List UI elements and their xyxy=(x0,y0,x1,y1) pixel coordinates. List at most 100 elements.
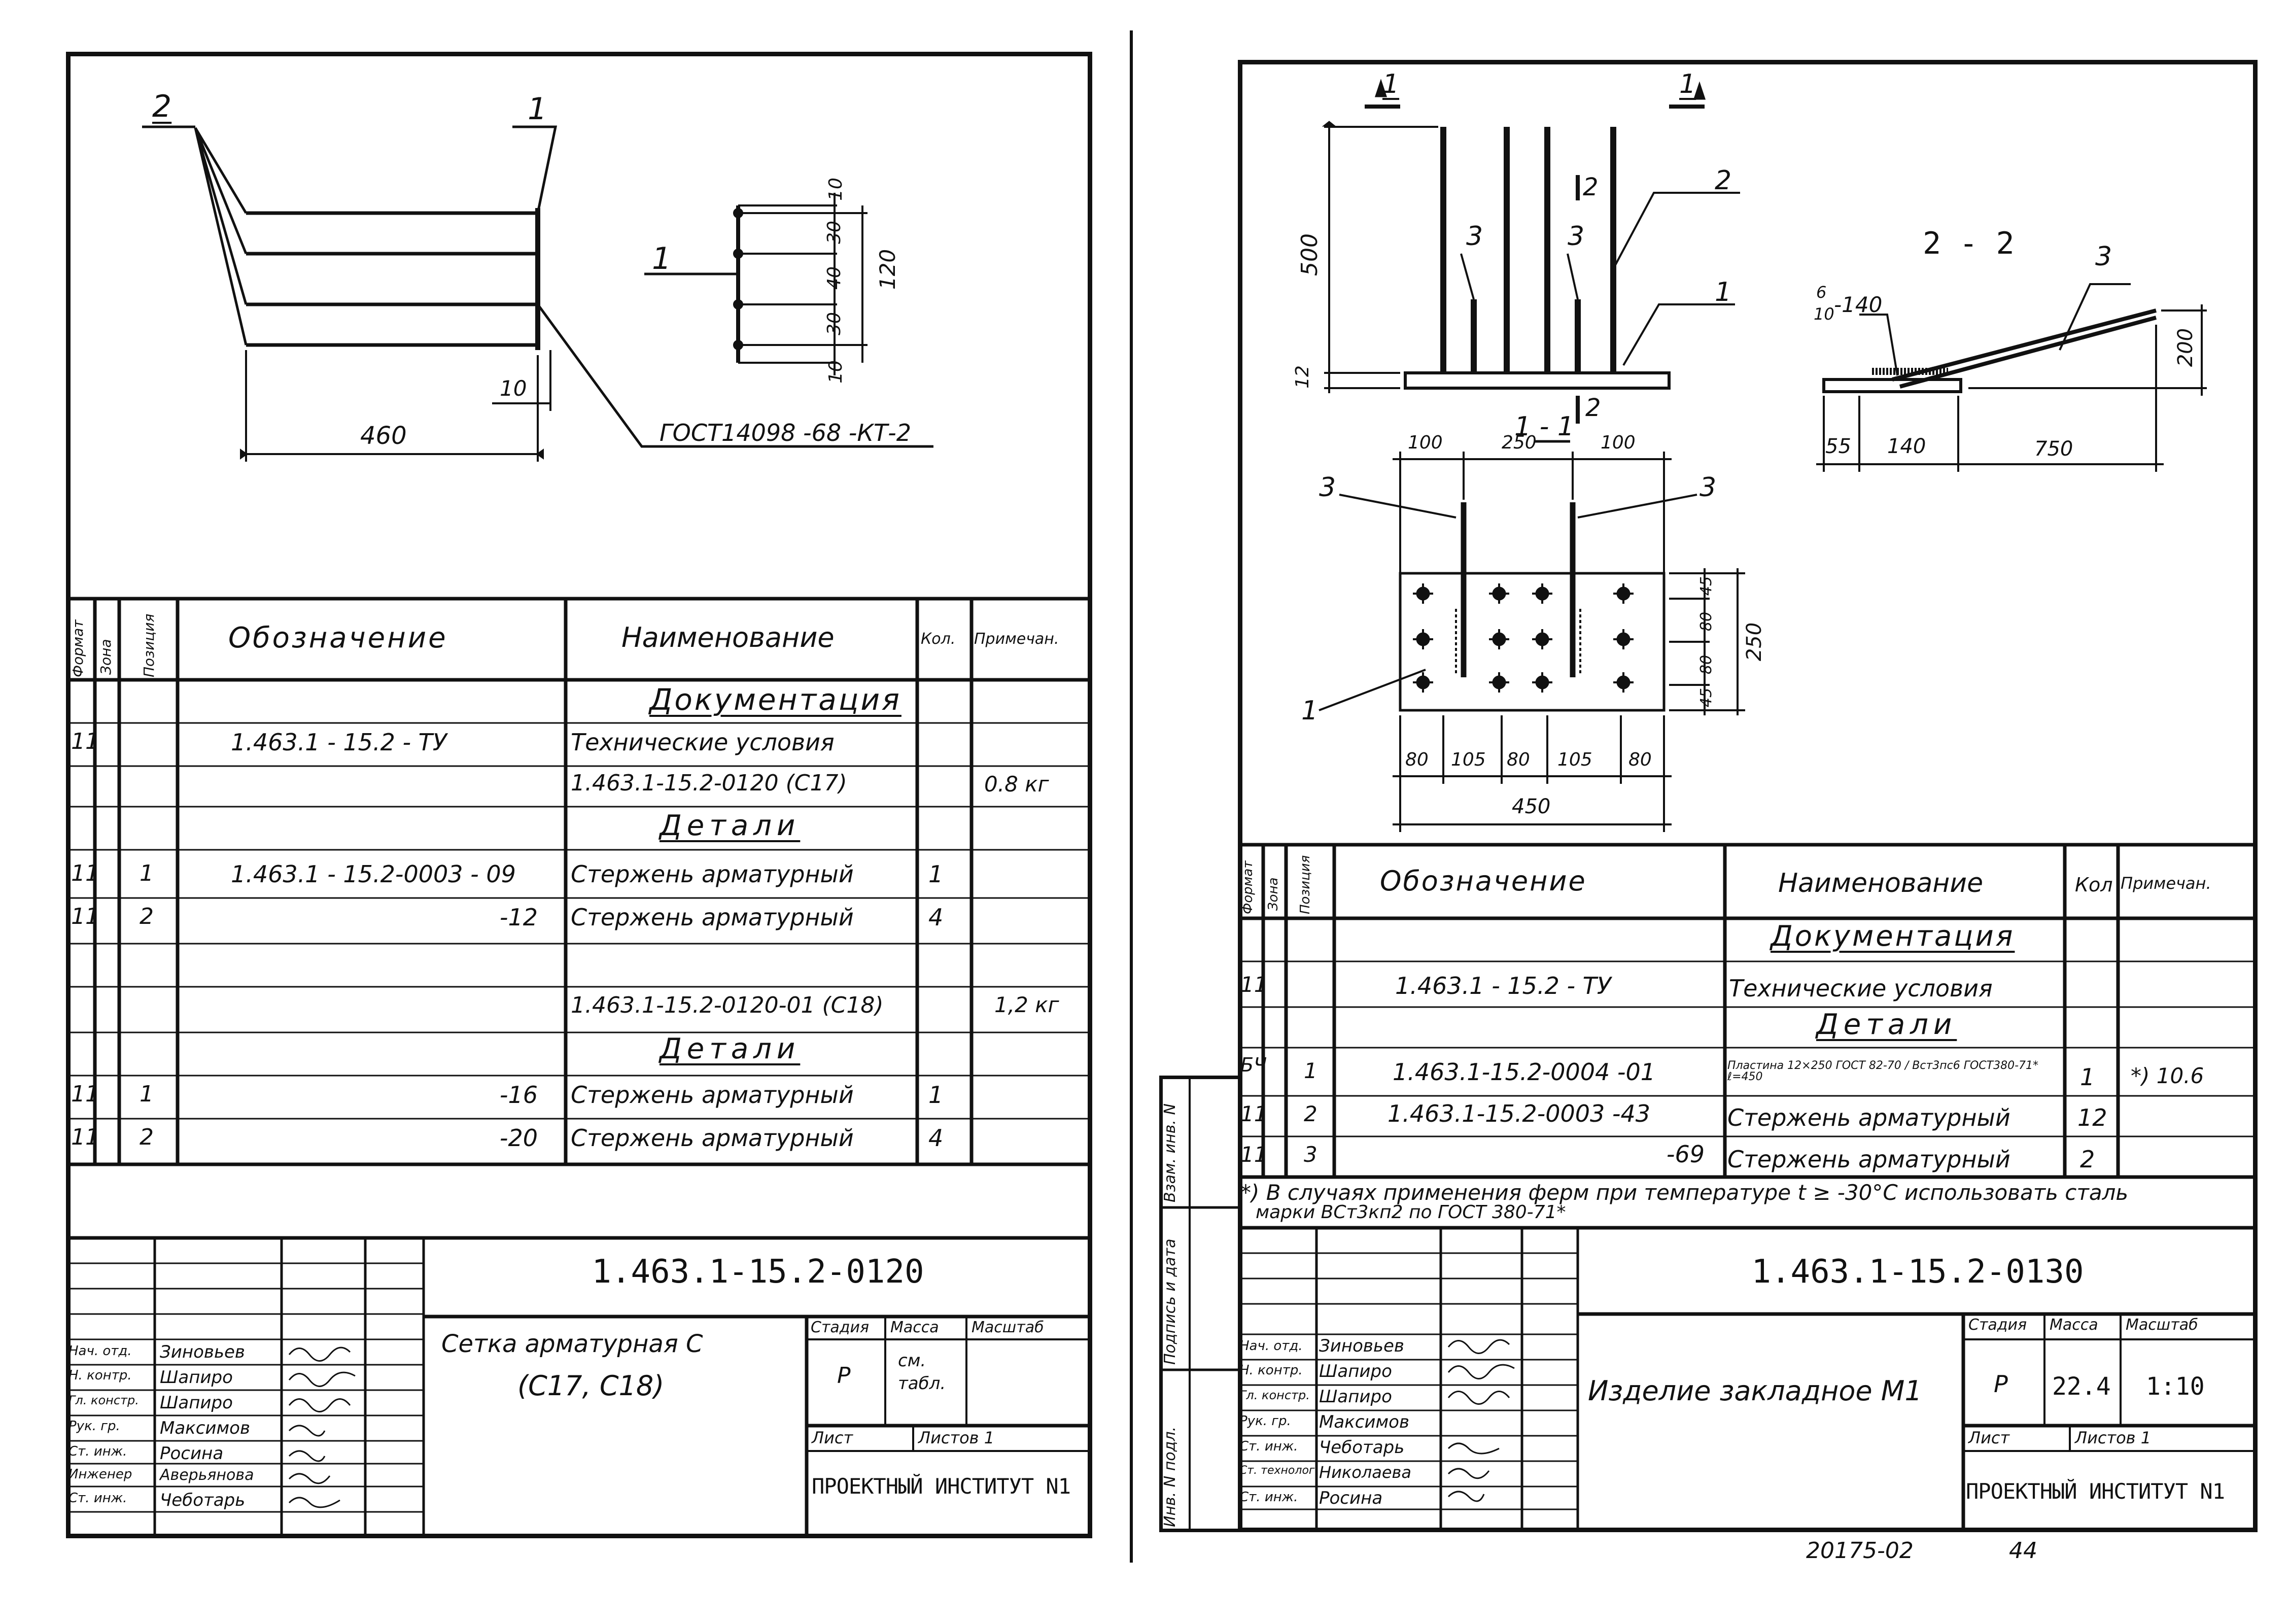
footer-doc-number: 20175-02 xyxy=(1806,1538,1914,1564)
right-row4-name: Стержень арматурный xyxy=(1727,1104,2010,1131)
pos1-top-label: 1 xyxy=(528,91,547,127)
section-dim-4: 30 xyxy=(823,312,845,335)
right-row1-format: 11 xyxy=(1240,972,1268,997)
right-row3-qty: 1 xyxy=(2080,1063,2095,1091)
section-2-mark-top: 2 xyxy=(1583,173,1599,201)
section-dim-1: 10 xyxy=(825,178,846,201)
right-header-zone: Зона xyxy=(1266,877,1281,911)
left-sheet-frame xyxy=(66,52,1092,1538)
dim-460: 460 xyxy=(360,422,407,450)
dim-plan-250: 250 xyxy=(1743,622,1766,662)
right-row5-format: 11 xyxy=(1240,1142,1268,1167)
right-row5-qty: 2 xyxy=(2080,1146,2095,1173)
dim-22-750: 750 xyxy=(2034,437,2073,461)
right-scale-value: 1:10 xyxy=(2146,1372,2205,1401)
right-person-5: Чеботарь xyxy=(1319,1437,1405,1458)
footer-page-number: 44 xyxy=(2009,1538,2037,1564)
right-footnote-2: марки ВСт3кп2 по ГОСТ 380-71* xyxy=(1256,1202,1566,1223)
right-section-details: Детали xyxy=(1816,1008,1957,1041)
left-section-documentation: Документация xyxy=(649,682,901,717)
right-row5-designation: -69 xyxy=(1666,1141,1705,1168)
view-1-1-title: 1 - 1 xyxy=(1514,411,1574,442)
right-header-pos: Позиция xyxy=(1298,855,1313,914)
left-row10-format: 11 xyxy=(71,1124,99,1150)
plate-label-140: -140 xyxy=(1834,292,1883,317)
right-header-name: Наименование xyxy=(1778,868,1984,899)
side-stamp-signature: Подпись и дата xyxy=(1161,1238,1179,1365)
dim-plan-top-250: 250 xyxy=(1502,432,1537,453)
left-row10-pos: 2 xyxy=(140,1124,154,1150)
right-sheet-frame xyxy=(1238,60,2258,1532)
left-mass-value-1: см. xyxy=(898,1351,926,1371)
right-row3-name: Пластина 12×250 ГОСТ 82-70 / Вст3пс6 ГОС… xyxy=(1727,1059,2039,1083)
right-role-4: Рук. гр. xyxy=(1239,1413,1291,1429)
right-header-designation: Обозначение xyxy=(1380,865,1587,897)
right-person-2: Шапиро xyxy=(1319,1361,1392,1381)
left-section-details-2: Детали xyxy=(660,1032,801,1065)
dim-200: 200 xyxy=(2174,328,2198,367)
left-sheets-label: Листов 1 xyxy=(918,1428,995,1447)
right-person-7: Росина xyxy=(1319,1488,1383,1508)
pos2-label-right: 2 xyxy=(1715,165,1732,196)
pos3-plan-a: 3 xyxy=(1319,472,1336,503)
right-sheets-label: Листов 1 xyxy=(2075,1428,2152,1447)
pos3-label-b: 3 xyxy=(1568,221,1585,252)
dim-22-140: 140 xyxy=(1887,435,1926,458)
right-role-3: Гл. констр. xyxy=(1239,1388,1310,1402)
right-row5-name: Стержень арматурный xyxy=(1727,1146,2010,1173)
left-row5-format: 11 xyxy=(71,904,99,929)
left-header-name: Наименование xyxy=(621,621,835,653)
left-person-5: Росина xyxy=(160,1443,224,1464)
left-org-name: ПРОЕКТНЫЙ ИНСТИТУТ N1 xyxy=(812,1474,1071,1499)
section-1-1-left-mark: 1 xyxy=(1382,69,1400,99)
right-row1-designation: 1.463.1 - 15.2 - ТУ xyxy=(1395,972,1611,999)
right-role-7: Ст. инж. xyxy=(1239,1490,1298,1505)
right-footnote-1: *) В случаях применения ферм при темпера… xyxy=(1240,1180,2129,1205)
right-row4-format: 11 xyxy=(1240,1101,1268,1126)
left-person-3: Шапиро xyxy=(160,1393,233,1413)
left-row2-note: 0.8 кг xyxy=(984,772,1049,797)
section-2-mark-bottom: 2 xyxy=(1585,394,1601,422)
left-row7-note: 1,2 кг xyxy=(994,992,1059,1017)
left-header-format: Формат xyxy=(70,619,86,677)
left-row9-pos: 1 xyxy=(140,1081,154,1107)
right-title-code: 1.463.1-15.2-0130 xyxy=(1751,1253,2084,1291)
left-header-pos: Позиция xyxy=(141,613,157,677)
left-scale-header: Масштаб xyxy=(972,1319,1044,1336)
right-role-6: Ст. технолог xyxy=(1239,1464,1315,1477)
left-row9-name: Стержень арматурный xyxy=(571,1081,854,1109)
dim-plan-top-100a: 100 xyxy=(1408,432,1443,453)
left-row5-qty: 4 xyxy=(928,904,944,931)
side-stamp-strip xyxy=(1159,1076,1238,1532)
left-role-2: Н. контр. xyxy=(68,1368,132,1383)
left-sheet-label: Лист xyxy=(812,1428,853,1447)
pos3-plan-b: 3 xyxy=(1700,472,1717,503)
dim-500: 500 xyxy=(1296,233,1323,276)
side-stamp-inventory: Инв. N подл. xyxy=(1161,1426,1179,1527)
right-row3-format: БЧ xyxy=(1240,1054,1267,1076)
right-role-1: Нач. отд. xyxy=(1239,1338,1303,1354)
right-mass-value: 22.4 xyxy=(2052,1372,2111,1401)
side-stamp-replacement: Взам. инв. N xyxy=(1161,1103,1179,1202)
right-header-note: Примечан. xyxy=(2121,874,2211,893)
dim-plan-right-45b: 45 xyxy=(1697,687,1716,708)
left-header-designation: Обозначение xyxy=(228,621,448,654)
left-row4-pos: 1 xyxy=(140,860,154,886)
right-org-name: ПРОЕКТНЫЙ ИНСТИТУТ N1 xyxy=(1966,1479,2225,1504)
left-title-name-1: Сетка арматурная С xyxy=(441,1330,703,1358)
left-row4-format: 11 xyxy=(71,860,99,886)
right-person-1: Зиновьев xyxy=(1319,1336,1404,1356)
left-person-1: Зиновьев xyxy=(160,1342,245,1362)
pos1-plan: 1 xyxy=(1301,696,1319,726)
left-row10-designation: -20 xyxy=(499,1124,538,1152)
left-person-7: Чеботарь xyxy=(160,1490,246,1510)
left-row5-designation: -12 xyxy=(499,904,538,931)
right-title-name: Изделие закладное М1 xyxy=(1588,1375,1922,1407)
pos3-label-a: 3 xyxy=(1466,221,1483,252)
left-person-2: Шапиро xyxy=(160,1367,233,1388)
left-header-qty: Кол. xyxy=(921,630,956,648)
right-role-5: Ст. инж. xyxy=(1239,1439,1298,1454)
dim-plan-bottom-80b: 80 xyxy=(1507,749,1530,770)
left-title-code: 1.463.1-15.2-0120 xyxy=(592,1253,924,1291)
right-row4-designation: 1.463.1-15.2-0003 -43 xyxy=(1388,1100,1651,1127)
